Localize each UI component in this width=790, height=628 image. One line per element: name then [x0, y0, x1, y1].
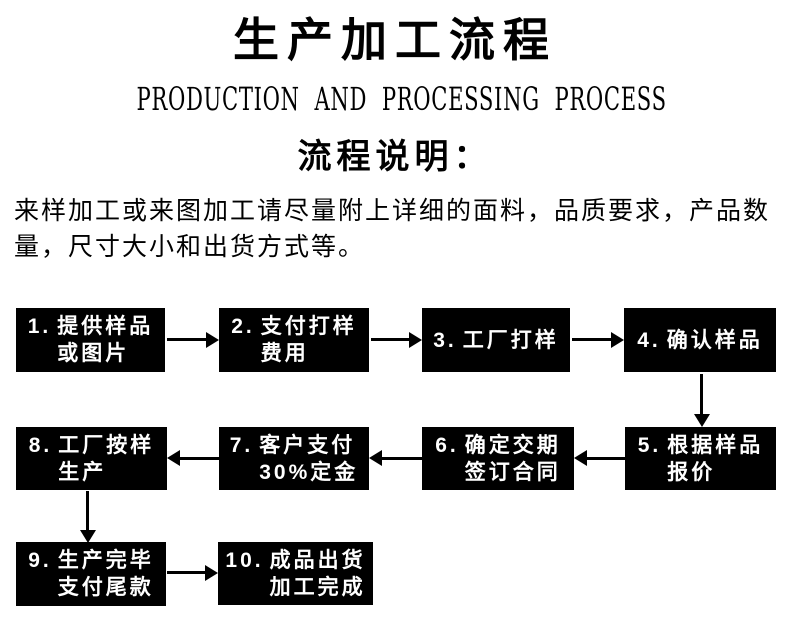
- step-10-label: 成品出货 加工完成: [269, 548, 366, 599]
- step-7-label: 客户支付 30%定金: [259, 433, 359, 484]
- flow-step-1: 1. 提供样品 或图片: [16, 308, 165, 372]
- flow-step-3: 3. 工厂打样: [422, 308, 570, 372]
- page-subtitle-text: PRODUCTION AND PROCESSING PROCESS: [136, 80, 667, 118]
- step-4-label: 确认样品: [666, 328, 763, 352]
- flow-step-6: 6. 确定交期 签订合同: [422, 427, 574, 490]
- step-5-number: 5.: [637, 433, 662, 457]
- section-heading: 流程说明：: [297, 137, 493, 177]
- flow-step-8: 8. 工厂按样 生产: [16, 427, 167, 490]
- flow-step-10: 10. 成品出货 加工完成: [218, 542, 373, 605]
- flow-step-4: 4. 确认样品: [624, 308, 776, 372]
- step-9-label: 生产完毕 支付尾款: [57, 549, 154, 599]
- step-10-number: 10.: [225, 548, 264, 572]
- flow-step-7: 7. 客户支付 30%定金: [219, 427, 369, 490]
- flow-step-9: 9. 生产完毕 支付尾款: [16, 542, 166, 606]
- step-7-number: 7.: [229, 433, 254, 457]
- process-description: 来样加工或来图加工请尽量附上详细的面料，品质要求，产品数 量，尺寸大小和出货方式…: [14, 196, 771, 261]
- step-6-number: 6.: [435, 433, 459, 457]
- page-title: 生产加工流程: [233, 13, 557, 67]
- flow-step-5: 5. 根据样品 报价: [625, 427, 776, 490]
- step-8-label: 工厂按样 生产: [58, 433, 155, 484]
- page-subtitle: PRODUCTION AND PROCESSING PROCESS: [0, 80, 790, 118]
- flow-step-2: 2. 支付打样 费用: [219, 308, 369, 372]
- step-2-number: 2.: [231, 315, 255, 338]
- step-8-number: 8.: [28, 433, 53, 457]
- step-4-number: 4.: [637, 328, 661, 352]
- step-1-number: 1.: [27, 315, 52, 338]
- step-9-number: 9.: [28, 549, 52, 572]
- step-1-label: 提供样品 或图片: [57, 315, 154, 365]
- step-6-label: 确定交期 签订合同: [464, 433, 561, 484]
- step-5-label: 根据样品 报价: [667, 433, 764, 484]
- step-3-label: 工厂打样: [462, 328, 559, 352]
- step-3-number: 3.: [433, 328, 457, 352]
- step-2-label: 支付打样 费用: [260, 315, 357, 365]
